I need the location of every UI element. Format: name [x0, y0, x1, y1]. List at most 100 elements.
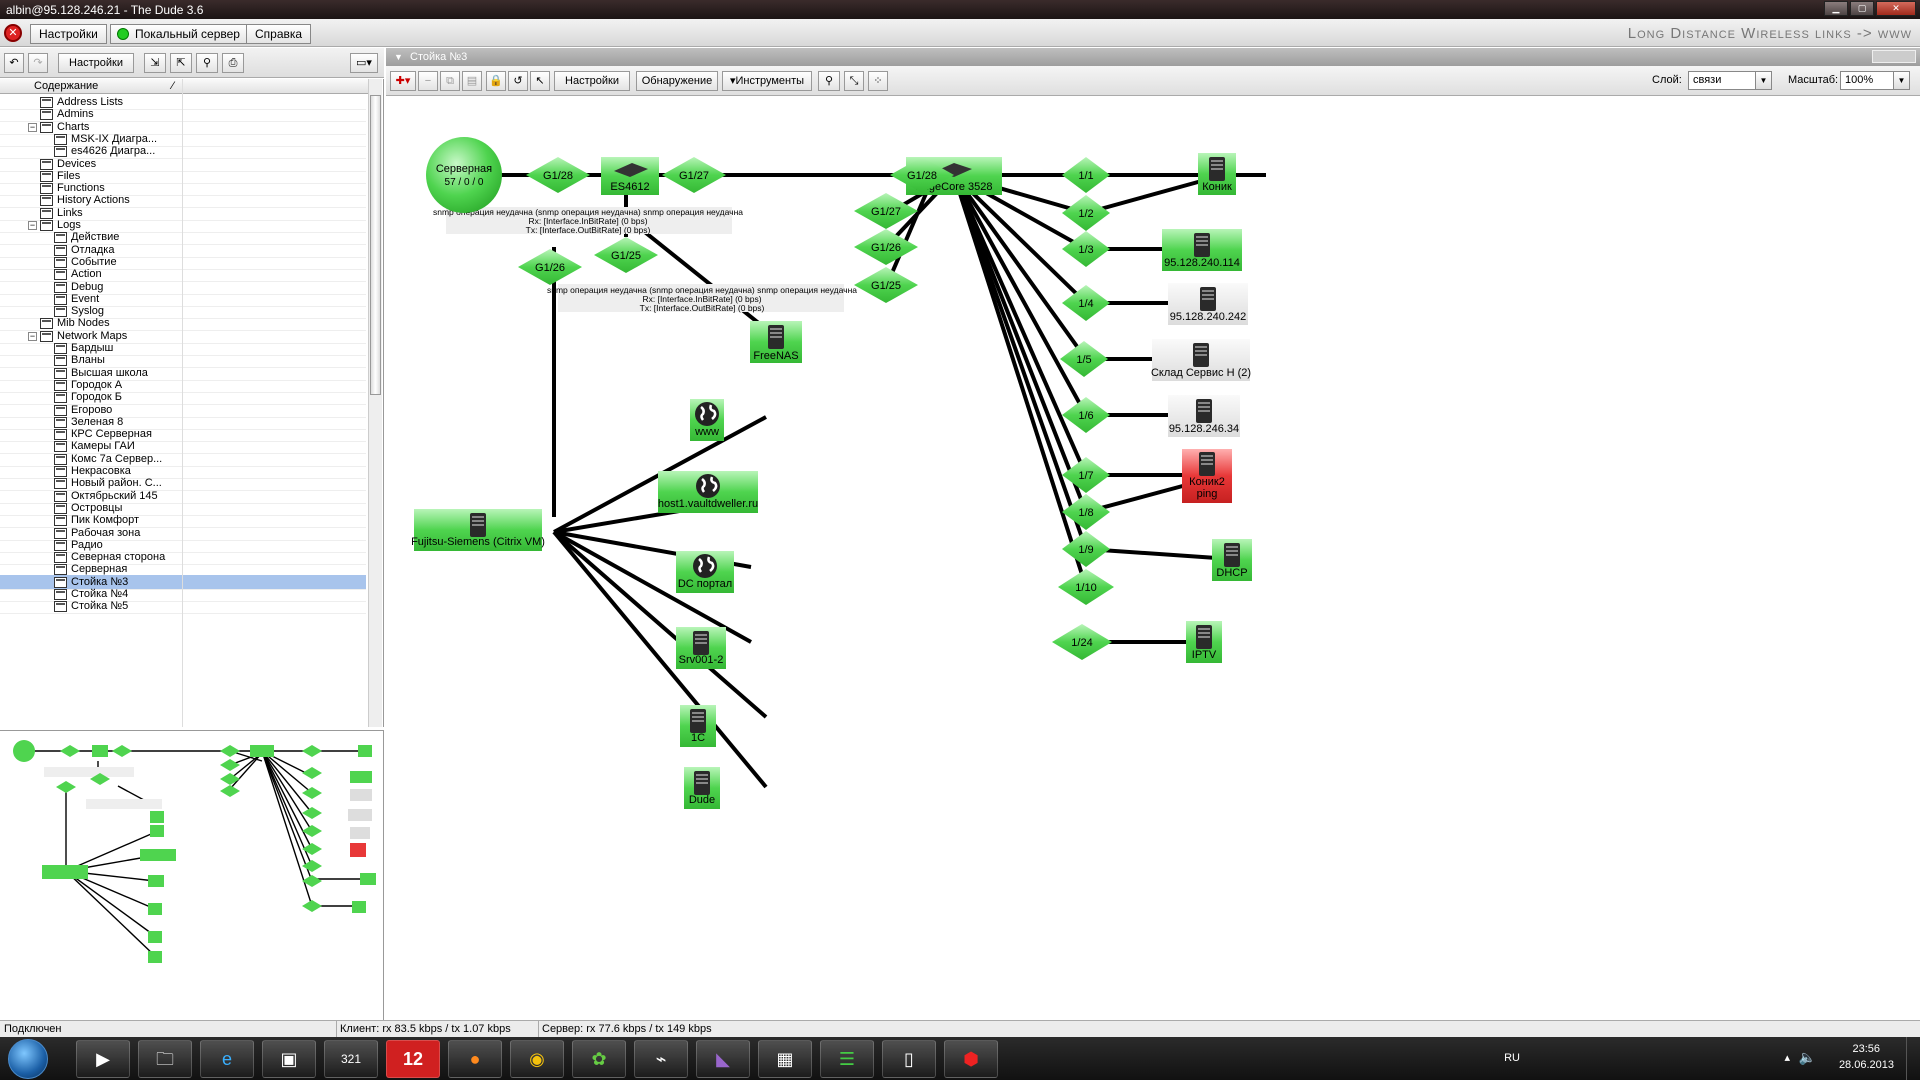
clock-date[interactable]: 28.06.2013: [1838, 1059, 1894, 1071]
port-g1-26-right[interactable]: G1/26: [854, 229, 918, 265]
tree-item[interactable]: Debug: [0, 280, 366, 295]
copy-icon[interactable]: ⧉: [440, 71, 460, 91]
map-overview[interactable]: [0, 730, 384, 1020]
print-icon[interactable]: ⎙: [222, 53, 244, 73]
settings-menu-button[interactable]: Настройки: [30, 24, 107, 44]
paste-icon[interactable]: ▤: [462, 71, 482, 91]
device-95-128-240-114[interactable]: 95.128.240.114: [1162, 229, 1242, 271]
port-1-4[interactable]: 1/4: [1062, 285, 1110, 321]
tree-item[interactable]: Радио: [0, 538, 366, 553]
tree-item[interactable]: Стойка №5: [0, 599, 366, 615]
port-1-6[interactable]: 1/6: [1062, 397, 1110, 433]
collapse-tree-icon[interactable]: −: [28, 330, 37, 341]
tree-item[interactable]: Комс 7а Сервер...: [0, 452, 366, 467]
arrange-icon[interactable]: ⁘: [868, 71, 888, 91]
device-iptv[interactable]: IPTV: [1186, 621, 1222, 663]
firewall-icon[interactable]: ▦: [758, 1040, 812, 1078]
tree-item[interactable]: Городок А: [0, 378, 366, 393]
tree-item[interactable]: −Charts: [0, 120, 366, 135]
port-1-9[interactable]: 1/9: [1062, 531, 1110, 567]
icq-icon[interactable]: ✿: [572, 1040, 626, 1078]
device-sklad-servis[interactable]: Склад Сервис Н (2): [1151, 339, 1251, 381]
find-icon[interactable]: ⚲: [196, 53, 218, 73]
tree-item[interactable]: Рабочая зона: [0, 526, 366, 541]
tree-item[interactable]: MSK-IX Диагра...: [0, 132, 366, 147]
tree-item[interactable]: Действие: [0, 230, 366, 246]
tree-item[interactable]: Некрасовка: [0, 464, 366, 479]
port-g1-25-left[interactable]: G1/25: [594, 237, 658, 273]
device-www[interactable]: www: [690, 399, 724, 441]
zoom-select[interactable]: 100% ▼: [1840, 71, 1910, 90]
left-settings-button[interactable]: Настройки: [58, 53, 134, 73]
minimize-button[interactable]: ▁: [1824, 1, 1848, 16]
device-srv001[interactable]: Srv001-2: [676, 627, 726, 669]
tree-item[interactable]: Северная сторона: [0, 550, 366, 566]
tree-item[interactable]: Городок Б: [0, 390, 366, 406]
tree-item[interactable]: Бардыш: [0, 341, 366, 356]
show-desktop-button[interactable]: [1906, 1037, 1920, 1080]
visual-studio-icon[interactable]: ◣: [696, 1040, 750, 1078]
device-freenas[interactable]: FreeNAS: [750, 321, 802, 363]
collapse-icon[interactable]: ▼: [394, 52, 403, 62]
map-canvas[interactable]: snmp операция неудачна (snmp операция не…: [386, 97, 1920, 1020]
port-1-3[interactable]: 1/3: [1062, 231, 1110, 267]
spreadsheet-icon[interactable]: ☰: [820, 1040, 874, 1078]
tree-item[interactable]: −Network Maps: [0, 329, 366, 344]
network-tool-icon[interactable]: ⌁: [634, 1040, 688, 1078]
tray-expand-icon[interactable]: ▴: [1784, 1052, 1790, 1064]
tree-item[interactable]: Devices: [0, 157, 366, 172]
import-icon[interactable]: ⇱: [170, 53, 192, 73]
port-g1-26-left[interactable]: G1/26: [518, 249, 582, 285]
tree-item[interactable]: Event: [0, 292, 366, 307]
remote-desktop-icon[interactable]: ▣: [262, 1040, 316, 1078]
discovery-button[interactable]: Обнаружение: [636, 71, 718, 91]
pointer-icon[interactable]: ↖: [530, 71, 550, 91]
lock-icon[interactable]: 🔒: [486, 71, 506, 91]
tree-item[interactable]: Address Lists: [0, 95, 366, 110]
tree-item[interactable]: Событие: [0, 255, 366, 270]
document-icon[interactable]: ▯: [882, 1040, 936, 1078]
explorer-icon[interactable]: 🗀: [138, 1040, 192, 1078]
device-dude[interactable]: Dude: [684, 767, 720, 809]
local-server-button[interactable]: Покальный сервер: [110, 24, 249, 44]
app-12-icon[interactable]: 12: [386, 1040, 440, 1078]
device-konik2[interactable]: Коник2 ping: [1182, 449, 1232, 503]
find-device-icon[interactable]: ⚲: [818, 71, 840, 91]
port-g1-28-left[interactable]: G1/28: [526, 157, 590, 193]
port-1-5[interactable]: 1/5: [1060, 341, 1108, 377]
help-menu-button[interactable]: Справка: [246, 24, 312, 44]
redo-icon[interactable]: ↷: [28, 53, 48, 73]
port-1-24[interactable]: 1/24: [1052, 624, 1112, 660]
window-tile-icon[interactable]: [1872, 50, 1916, 63]
lasso-icon[interactable]: ↺: [508, 71, 528, 91]
collapse-tree-icon[interactable]: −: [28, 220, 37, 230]
tree-item[interactable]: History Actions: [0, 193, 366, 209]
tree-item[interactable]: Стойка №3: [0, 574, 366, 590]
tree-item[interactable]: Октябрьский 145: [0, 489, 366, 504]
device-es4612[interactable]: ES4612: [601, 157, 659, 195]
port-1-1[interactable]: 1/1: [1062, 157, 1110, 193]
port-1-7[interactable]: 1/7: [1062, 457, 1110, 493]
port-1-2[interactable]: 1/2: [1062, 195, 1110, 231]
close-button[interactable]: ✕: [1876, 1, 1916, 16]
map-settings-button[interactable]: Настройки: [554, 71, 630, 91]
media-player-icon[interactable]: ▶: [76, 1040, 130, 1078]
tree-item[interactable]: Action: [0, 267, 366, 283]
tree-item[interactable]: Новый район. С...: [0, 476, 366, 492]
the-dude-icon[interactable]: ⬢: [944, 1040, 998, 1078]
add-icon[interactable]: ✚▾: [390, 71, 416, 91]
clock-time[interactable]: 23:56: [1852, 1043, 1880, 1055]
tree-item[interactable]: Links: [0, 206, 366, 221]
maximize-button[interactable]: ▢: [1850, 1, 1874, 16]
device-dc-portal[interactable]: DC портал: [676, 551, 734, 593]
tree-item[interactable]: es4626 Диагра...: [0, 144, 366, 160]
undo-icon[interactable]: ↶: [4, 53, 24, 73]
start-button[interactable]: [8, 1039, 48, 1079]
disconnect-icon[interactable]: ✕: [4, 24, 22, 42]
chrome-icon[interactable]: ◉: [510, 1040, 564, 1078]
port-g1-28-right[interactable]: G1/28: [890, 157, 954, 193]
device-dhcp[interactable]: DHCP: [1212, 539, 1252, 581]
firefox-icon[interactable]: ●: [448, 1040, 502, 1078]
panel-layout-icon[interactable]: ▭▾: [350, 53, 378, 73]
port-1-8[interactable]: 1/8: [1062, 494, 1110, 530]
